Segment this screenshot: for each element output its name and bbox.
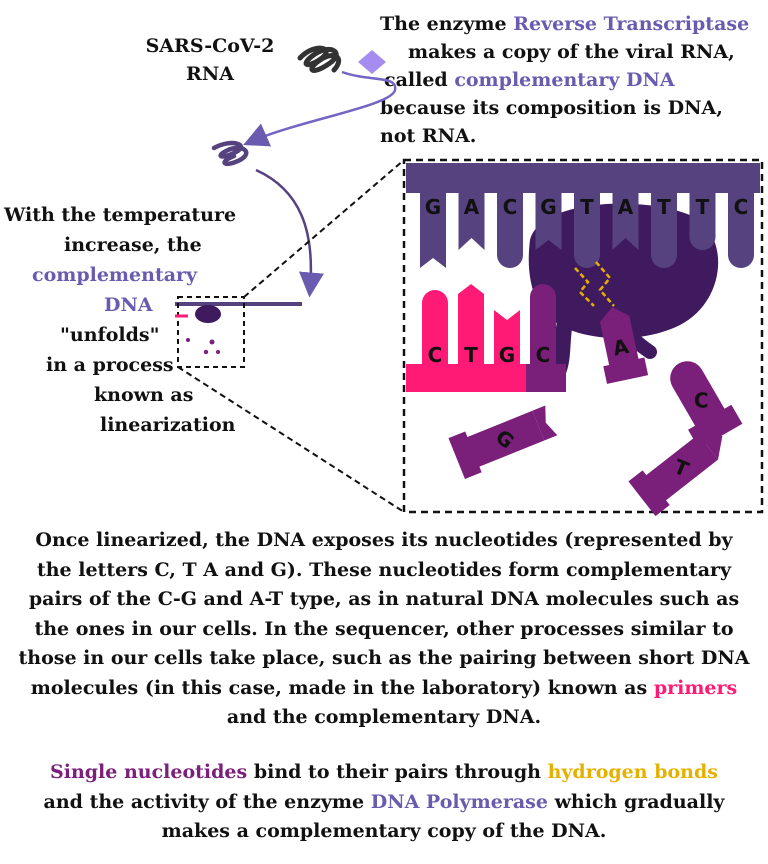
base-letter: C [734,195,749,219]
desc-line: "unfolds" [60,324,160,346]
virus-label-line2: RNA [186,63,234,85]
polymerase-paragraph: Single nucleotides bind to their pairs t… [0,758,768,847]
template-base-c [497,190,523,268]
linearization-arrow [255,168,324,298]
nucleotide-dot [203,349,209,355]
desc-line: linearization [100,414,236,436]
primer-base-c [530,284,556,366]
free-nucleotide-c: C [670,361,743,449]
hydrogen-bond [595,261,615,307]
explanation-paragraph: Once linearized, the DNA exposes its nuc… [0,526,768,733]
base-letter: A [618,195,634,219]
primer-backbone [406,364,526,392]
paragraph-line: and the complementary DNA. [226,706,542,728]
rna-squiggle-icon [297,45,342,73]
paragraph-text: bind to their pairs through [247,761,548,783]
paragraph-line: molecules (in this case, made in the lab… [30,676,654,699]
template-base-c [728,190,754,268]
base-letter: G [540,195,556,219]
small-zoom-box [177,296,245,368]
paragraph-line: those in our cells take place, such as t… [18,647,750,669]
paragraph-line: the letters C, T A and G). These nucleot… [36,558,732,581]
primers-term: primers [653,676,738,699]
base-letter: G [499,343,515,367]
base-letter: T [657,195,671,219]
linearization-description: With the temperature increase, the compl… [4,200,254,440]
desc-text: because its composition is DNA, [380,97,723,119]
nucleotide-dot [209,339,215,345]
base-letter: C [694,388,709,412]
base-letter: G [425,195,441,219]
reverse-transcriptase-description: The enzyme Reverse Transcriptase makes a… [380,10,764,150]
cdna-squiggle-icon [211,140,249,167]
base-letter: T [580,195,594,219]
zoom-connector [243,159,405,298]
paragraph-line: pairs of the C-G and A-T type, as in nat… [28,588,740,610]
virus-label: SARS-CoV-2 RNA [130,32,290,88]
template-base-t [651,190,677,268]
desc-text: makes a copy of the viral RNA, [408,41,735,63]
base-letter: A [611,334,632,361]
free-nucleotide-t: T [628,434,723,517]
hydrogen-bonds-term: hydrogen bonds [547,761,718,783]
paragraph-line: Once linearized, the DNA exposes its nuc… [35,529,733,551]
free-nucleotide-g: G [448,405,558,479]
incoming-nucleotide-a: A [600,307,649,384]
base-letter: C [503,195,518,219]
base-letter: C [536,343,551,367]
virus-label-line1: SARS-CoV-2 [145,35,275,57]
paragraph-line: the ones in our cells. In the sequencer,… [34,617,734,640]
cdna-term: DNA [104,294,153,316]
template-base-g [535,190,562,250]
desc-line: increase, the [64,234,202,256]
desc-line: With the temperature [4,204,237,226]
paragraph-line: makes a complementary copy of the DNA. [161,820,607,842]
enzyme-diamond-icon [358,50,386,74]
process-arrow [243,70,397,147]
desc-line: in a process [46,354,174,376]
nucleotide-dot [216,350,220,354]
base-letter: T [696,195,710,219]
polymerase-leg [550,302,576,380]
new-strand-backbone [526,364,566,392]
primer-base-c [422,290,448,366]
template-base-t [574,190,600,268]
template-base-a [612,190,639,250]
primer-base-t [458,284,484,366]
template-strand-backbone [406,163,760,193]
base-letter: C [428,343,443,367]
desc-text: The enzyme [380,13,514,35]
cdna-term: complementary [32,264,198,286]
polymerase-mini-icon [195,305,221,323]
cdna-term: complementary DNA [454,69,675,91]
zoom-connector [177,366,405,513]
base-letter: A [464,195,480,219]
desc-line: known as [94,384,194,406]
template-base-a [458,190,485,250]
single-nucleotides-term: Single nucleotides [50,761,248,783]
paragraph-text: and the activity of the enzyme [43,790,371,813]
nucleotide-dot [186,338,190,342]
desc-text: called [384,69,455,91]
base-letter: T [464,343,478,367]
enzyme-name: Reverse Transcriptase [513,13,750,35]
large-zoom-box [402,158,764,514]
primer-base-g [494,310,520,366]
template-base-t [689,190,716,251]
desc-text: not RNA. [380,125,477,147]
dna-polymerase-term: DNA Polymerase [370,790,548,813]
paragraph-text: which gradually [547,790,725,813]
template-base-g [420,190,446,268]
hydrogen-bond [574,267,595,307]
